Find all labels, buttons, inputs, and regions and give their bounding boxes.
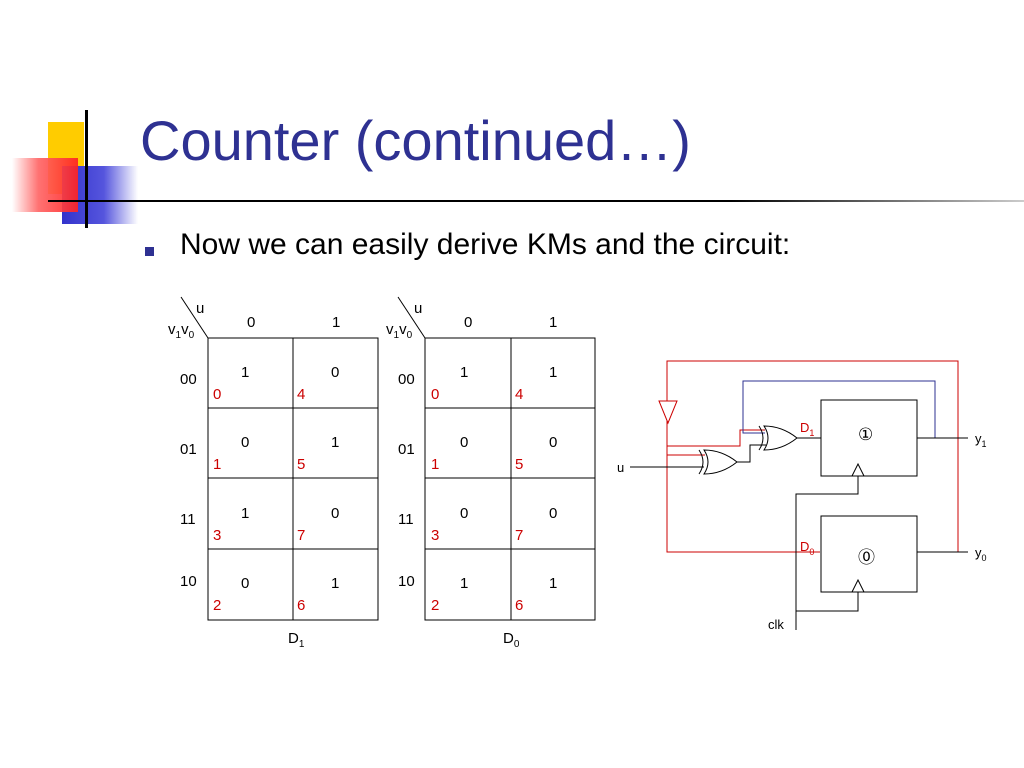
- kmap-d0-cell: 0: [549, 434, 557, 451]
- kmap-d0-diagonal: [397, 296, 426, 339]
- kmap-d1-cell: 0: [331, 505, 339, 522]
- kmap-d0-cell: 1: [460, 364, 468, 381]
- kmap-d1-cell: 0: [241, 575, 249, 592]
- kmap-d0-cell: 0: [549, 505, 557, 522]
- kmap-d1-cell: 1: [241, 364, 249, 381]
- ff0-d-label: D0: [800, 539, 814, 557]
- kmap-d1-row-var: v1v0: [168, 321, 195, 341]
- kmap-d1-index: 0: [213, 386, 221, 403]
- kmap-d1-cell: 1: [241, 505, 249, 522]
- kmap-d1-cell: 1: [331, 575, 339, 592]
- xor1-to-xor2-wire: [737, 444, 766, 463]
- bullet-marker-icon: [145, 247, 154, 256]
- red-feedback-wire: [666, 360, 959, 553]
- kmap-d0-var-u: u: [414, 300, 422, 317]
- kmap-d1-cell: 0: [241, 434, 249, 451]
- kmap-d0-cell: 0: [460, 434, 468, 451]
- clk-wire-ff0: [796, 592, 859, 612]
- slide-title: Counter (continued…): [140, 109, 691, 172]
- kmap-d0-col-header: 1: [549, 314, 557, 331]
- kmap-d0-index: 7: [515, 527, 523, 544]
- flipflop-0: [820, 515, 918, 593]
- kmap-d0-cell: 1: [549, 364, 557, 381]
- kmap-d0-row-var: v1v0: [386, 321, 413, 341]
- kmap-d1-var-u: u: [196, 300, 204, 317]
- ff0-state-label: ⓪: [858, 548, 875, 567]
- kmap-d0-index: 4: [515, 386, 523, 403]
- ff1-state-label: ①: [858, 425, 873, 444]
- kmap-d1-cell: 0: [331, 364, 339, 381]
- xor-gate-1-icon: [698, 449, 738, 475]
- kmap-d1-index: 7: [297, 527, 305, 544]
- kmap-d0-row-header: 00: [398, 371, 415, 388]
- kmap-d1-index: 2: [213, 597, 221, 614]
- deco-vertical-line: [85, 110, 88, 228]
- clock-edge-icon: [851, 578, 865, 593]
- kmap-d0-index: 1: [431, 456, 439, 473]
- kmap-d0-cell: 0: [460, 505, 468, 522]
- kmap-d1-index: 6: [297, 597, 305, 614]
- kmap-d0-index: 6: [515, 597, 523, 614]
- kmap-d1-row-header: 10: [180, 573, 197, 590]
- kmap-d0-col-header: 0: [464, 314, 472, 331]
- kmap-d0-row-header: 11: [398, 511, 414, 528]
- kmap-d1-row-header: 00: [180, 371, 197, 388]
- kmap-d0-cell: 1: [549, 575, 557, 592]
- bullet-text: Now we can easily derive KMs and the cir…: [180, 228, 791, 261]
- kmap-d0-index: 2: [431, 597, 439, 614]
- kmap-d0-row-header: 01: [398, 441, 415, 458]
- kmap-d1-index: 3: [213, 527, 221, 544]
- kmap-d0-cell: 1: [460, 575, 468, 592]
- xor-gate-2-icon: [758, 425, 798, 451]
- kmap-d0-grid: [424, 337, 596, 621]
- y1-label: y1: [975, 431, 987, 449]
- clock-edge-icon: [851, 462, 865, 477]
- y0-label: y0: [975, 545, 987, 563]
- deco-red-square: [12, 158, 78, 212]
- kmap-d0-index: 3: [431, 527, 439, 544]
- clk-wire-ff1: [795, 476, 859, 630]
- deco-horizontal-line: [48, 200, 1024, 202]
- clk-label: clk: [768, 617, 784, 632]
- kmap-d1-col-header: 1: [332, 314, 340, 331]
- kmap-d0-index: 5: [515, 456, 523, 473]
- red-xor2-input-wire: [667, 429, 765, 447]
- kmap-d0-row-header: 10: [398, 573, 415, 590]
- kmap-d1-diagonal: [180, 296, 209, 339]
- input-u-label: u: [617, 460, 624, 475]
- kmap-d1-index: 4: [297, 386, 305, 403]
- kmap-d1-row-header: 01: [180, 441, 197, 458]
- kmap-d1-cell: 1: [331, 434, 339, 451]
- kmap-d1-index: 5: [297, 456, 305, 473]
- kmap-d0-caption: D0: [503, 630, 520, 650]
- kmap-d1-index: 1: [213, 456, 221, 473]
- ff1-d-label: D1: [800, 420, 814, 438]
- kmap-d0-index: 0: [431, 386, 439, 403]
- inverter-icon: [658, 400, 678, 425]
- kmap-d1-col-header: 0: [247, 314, 255, 331]
- kmap-d1-row-header: 11: [180, 511, 196, 528]
- kmap-d1-caption: D1: [288, 630, 305, 650]
